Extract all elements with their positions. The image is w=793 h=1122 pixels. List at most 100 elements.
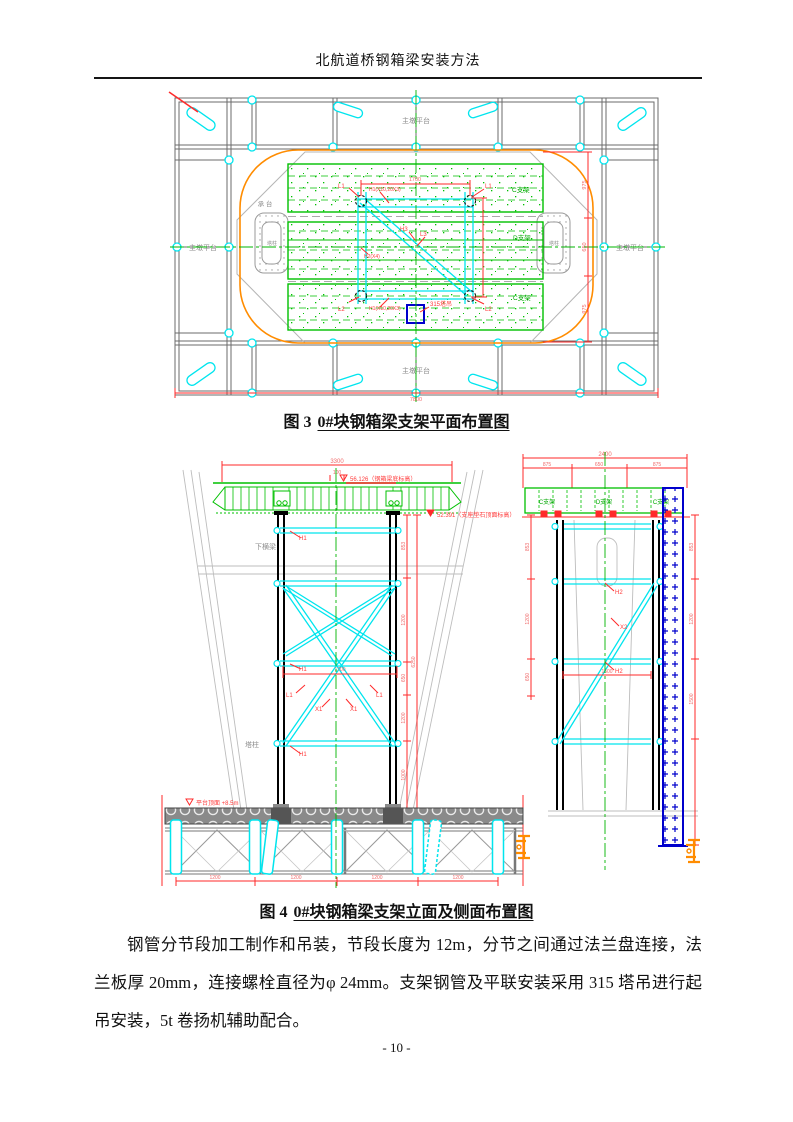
corner-brace-tubes (186, 101, 647, 391)
side-bracket-c-right: C支架 (653, 498, 669, 506)
plan-dim-bottom: 7800 (410, 397, 422, 403)
side-bracket-c-left: C支架 (539, 498, 555, 506)
member-h2: H2(X4) (364, 254, 380, 260)
corner-mark (168, 91, 199, 113)
trestle-platform (164, 807, 524, 875)
pile-cap-label: 承 台 (258, 199, 273, 208)
girder-elevation-label: 56.126（钢箱梁底标高） (350, 475, 416, 483)
cofferdam-outline (239, 149, 594, 344)
elev-x1-right: X1 (350, 707, 358, 713)
crane-tie-bracket-right (686, 838, 700, 864)
side-dim-t1: 650 (595, 462, 604, 468)
plan-dim-right-b: 650 (582, 242, 588, 251)
side-frame-bracing (556, 523, 658, 745)
elev-h1-bot: H1 (299, 752, 307, 758)
side-dim-t0: 875 (543, 462, 552, 468)
crane-tie-bracket-left (516, 834, 530, 860)
elev-x1-left: X1 (315, 707, 323, 713)
band-separator-lines (288, 216, 543, 282)
bracket-c-top-label: C支架 (512, 185, 530, 194)
figure4-caption: 图 4 0#块钢箱梁支架立面及侧面布置图 (0, 898, 793, 922)
trestle-piles (169, 819, 505, 875)
tower-crane-mast (662, 487, 684, 846)
side-dim-t2: 875 (653, 462, 662, 468)
side-h2-bot: H2 (615, 669, 623, 675)
member-l2-right: L2 (485, 307, 492, 313)
elev-h1-mid: H1 (299, 667, 307, 673)
elev-dim-top: 3300 (330, 459, 344, 465)
elev-h1-top: H1 (299, 536, 307, 542)
plan-node-circles (355, 195, 476, 302)
side-frame-nodes (551, 522, 664, 746)
platform-right-label: 主墩平台 (616, 243, 644, 252)
pylon-outline-elevation (182, 469, 484, 811)
tower-column-sections (254, 212, 571, 274)
elev-dim-top-small: 100 (333, 470, 342, 476)
elev-l1-right: L1 (376, 693, 383, 699)
elev-dim-mid: 1700 (334, 667, 345, 673)
plan-bracing-frame (357, 192, 474, 304)
tower-column-label: 塔柱 (245, 740, 259, 749)
figure3-caption-prefix: 图 3 (283, 414, 312, 431)
tower-crane-footprint (406, 304, 425, 324)
steel-box-girder (212, 482, 462, 514)
figure4-caption-title: 0#块钢箱梁支架立面及侧面布置图 (293, 904, 534, 921)
body-paragraph: 钢管分节段加工制作和吊装，节段长度为 12m，分节之间通过法兰盘连接，法兰板厚 … (94, 935, 702, 1030)
plan-dimensions (174, 151, 659, 398)
side-dim-r2: 1500 (689, 693, 695, 704)
figure4-caption-prefix: 图 4 (259, 904, 288, 921)
support-frame-nodes (273, 526, 402, 748)
member-h1-top: H1(X10,20X3) (369, 187, 401, 193)
side-frame-columns (556, 520, 660, 810)
elev-dim-b0: 1200 (209, 875, 220, 881)
crane-label: 315塔吊 (430, 300, 452, 308)
elevation-dimensions (161, 461, 524, 886)
elev-dim-b3: 1200 (452, 875, 463, 881)
side-h2-top: H2 (615, 590, 623, 596)
lower-crossbeam-label: 下横梁 (255, 542, 276, 551)
elev-dim-r0: 853 (401, 542, 407, 551)
side-dim-l0: 853 (525, 543, 531, 552)
side-dim-l1: 1200 (525, 613, 531, 624)
side-dim-mid: 1500 (601, 669, 612, 675)
elev-dim-right-total: 6250 (411, 656, 417, 667)
member-h3: H3 (400, 227, 408, 233)
pedestal-elevation-label: 52.391（支座垫石顶面标高） (437, 511, 515, 519)
platform-elevation-label: 平台顶面 +8.5m (196, 799, 239, 807)
figure4-elevation-drawing: 下横梁 塔柱 (161, 452, 700, 888)
platform-left-label: 主墩平台 (189, 243, 217, 252)
plan-dim-right-a: 975 (582, 180, 588, 189)
member-l2-left: L2 (338, 307, 345, 313)
side-dim-l2: 650 (525, 673, 531, 682)
elev-dim-b2: 1200 (371, 875, 382, 881)
elevation-markers: 56.126（钢箱梁底标高） 52.391（支座垫石顶面标高） 平台顶面 +8.… (185, 474, 515, 807)
elev-dim-r1: 1200 (401, 614, 407, 625)
figure3-caption-title: 0#块钢箱梁支架平面布置图 (317, 414, 510, 431)
elev-dim-r4: 1000 (401, 769, 407, 780)
side-dim-lines (527, 514, 699, 846)
plan-dim-right-c: 975 (582, 304, 588, 313)
member-l3: L3 (420, 232, 427, 238)
elev-l1-left: L1 (286, 693, 293, 699)
header-title: 北航道桥钢箱梁安装方法 (315, 54, 481, 69)
figure3-caption: 图 3 0#块钢箱梁支架平面布置图 (0, 408, 793, 432)
member-l1-right: L1 (485, 184, 492, 190)
side-bracket-d: D支架 (596, 498, 612, 506)
side-dim-r0: 853 (689, 543, 695, 552)
member-h1-bottom: H1(X10,20X3) (369, 306, 401, 312)
elev-dim-r3: 1200 (401, 712, 407, 723)
side-dim-r1: 1200 (689, 613, 695, 624)
elev-dim-r2: 650 (401, 674, 407, 683)
support-frame-bracing (280, 527, 396, 747)
side-view-dimensions-top (522, 454, 688, 488)
figure4-centerlines (335, 452, 606, 888)
member-l1-left: L1 (338, 184, 345, 190)
plan-centerlines (170, 90, 665, 402)
tower-column-left-label: 塔柱 (267, 240, 277, 247)
tower-column-right-label: 塔柱 (549, 240, 559, 247)
plan-dim-top: 1700 (409, 177, 421, 183)
page-number: - 10 - (382, 1040, 411, 1055)
elev-dim-b1: 1200 (290, 875, 301, 881)
bracket-c-bottom-label: C支架 (513, 293, 531, 302)
